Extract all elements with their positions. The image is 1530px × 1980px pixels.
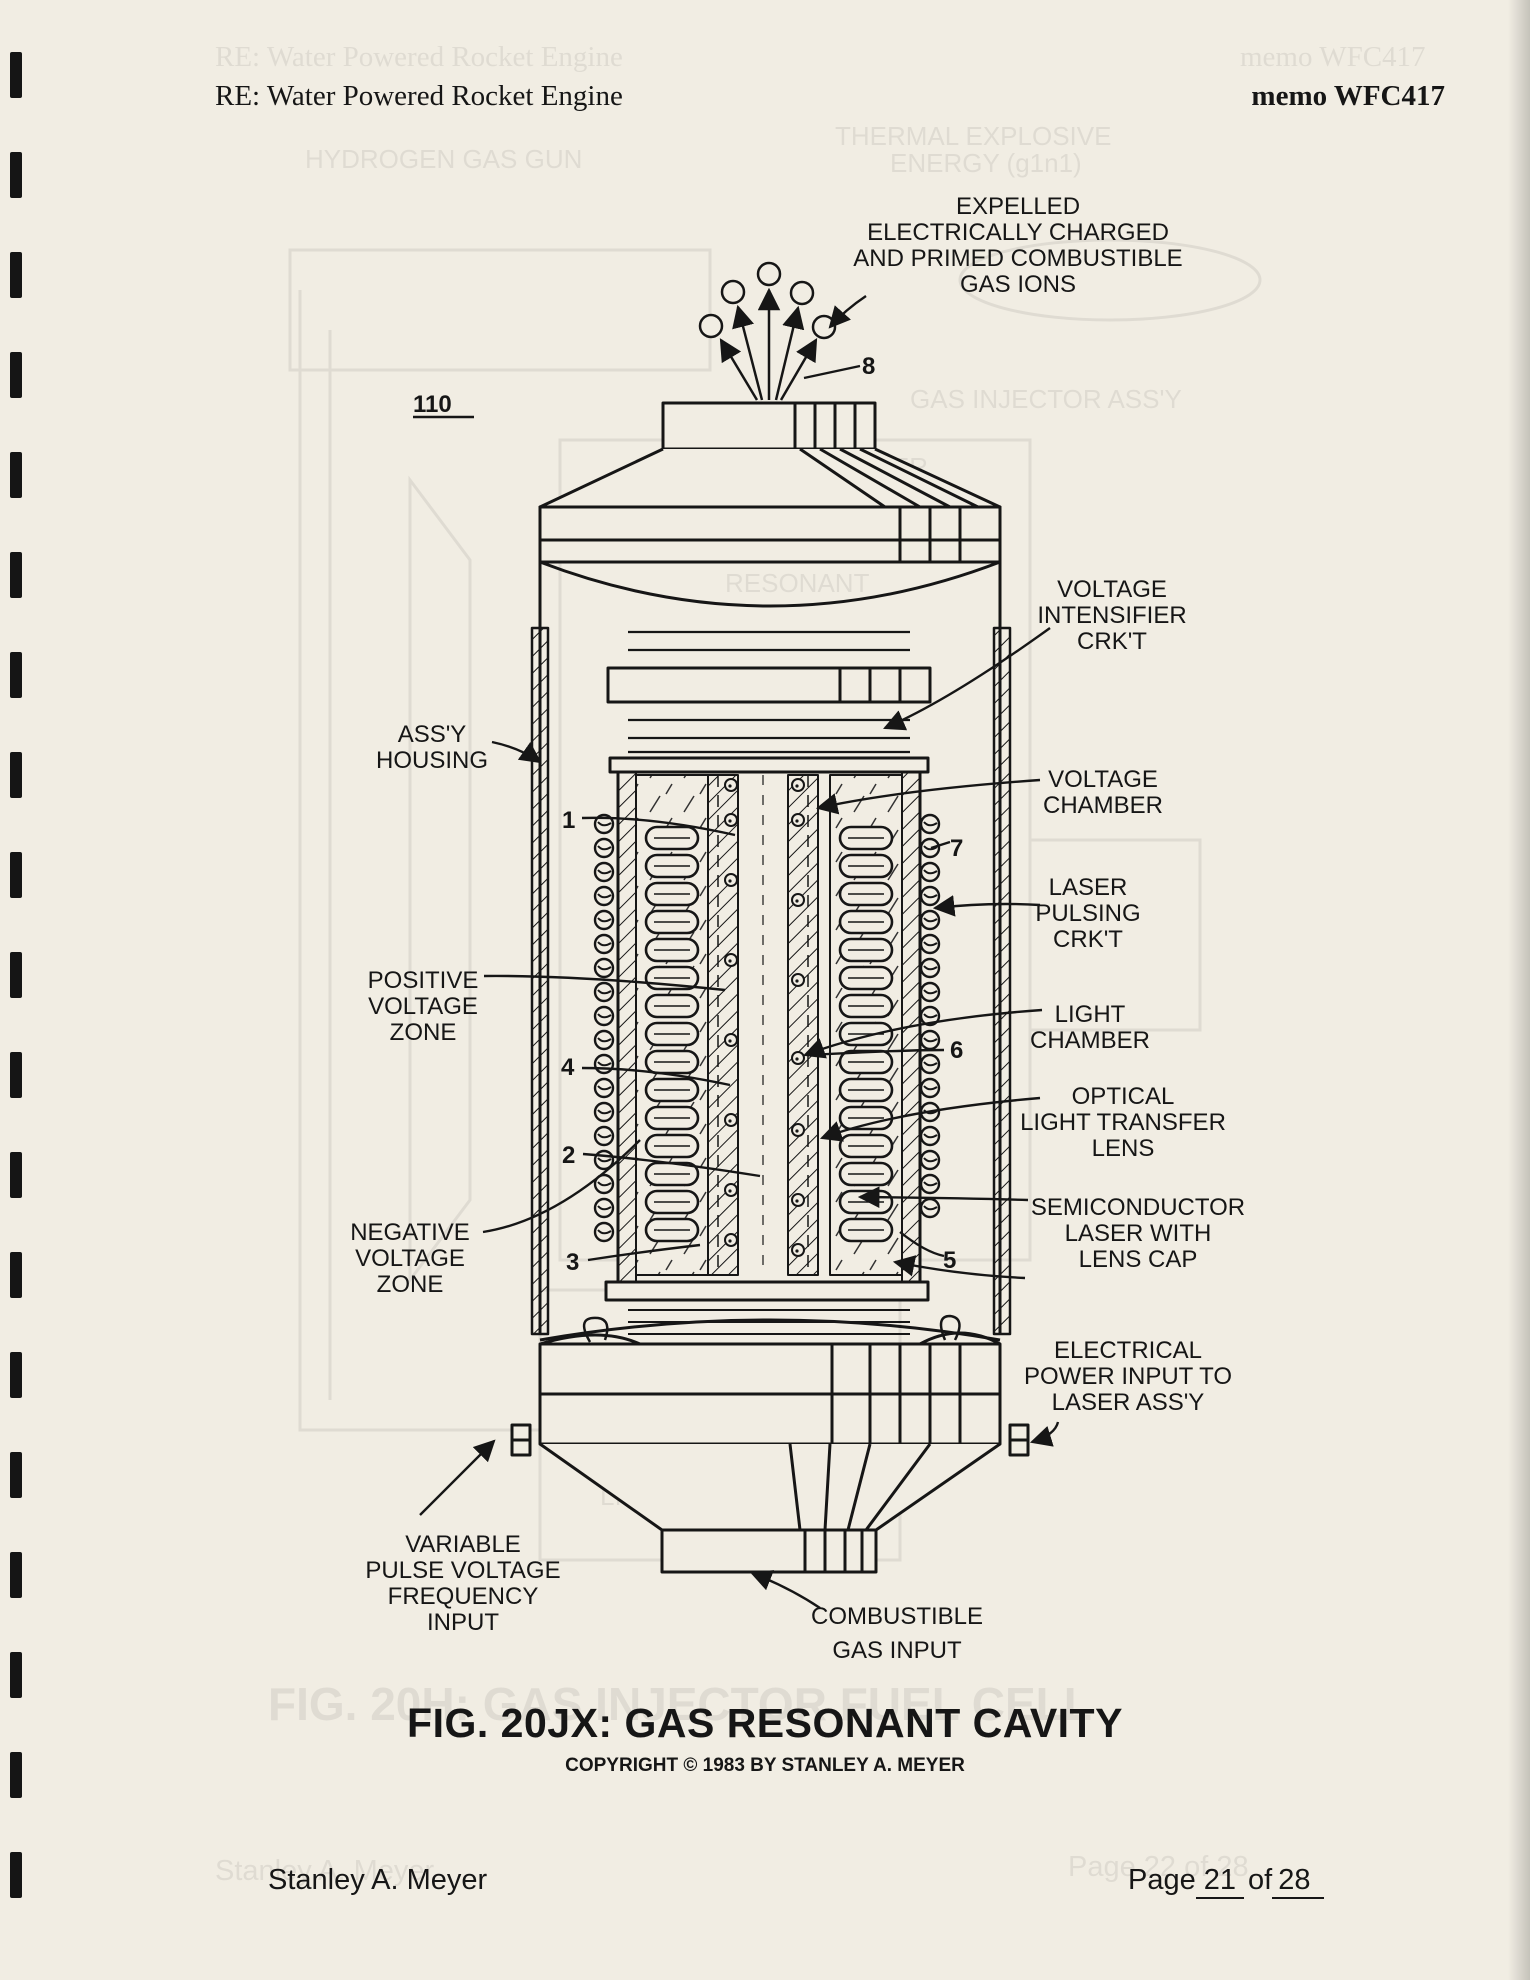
page-total: 28 — [1272, 1864, 1325, 1899]
assy-housing-label: ASS'Y HOUSING — [376, 721, 488, 774]
svg-text:INPUT: INPUT — [427, 1609, 499, 1636]
page-of: of — [1248, 1864, 1273, 1896]
svg-text:OPTICAL: OPTICAL — [1072, 1083, 1175, 1110]
svg-text:CRK'T: CRK'T — [1053, 926, 1123, 953]
figure-title: FIG. 20JX: GAS RESONANT CAVITY — [407, 1700, 1123, 1746]
ref-number-110: 110 — [413, 391, 452, 418]
svg-text:INTENSIFIER: INTENSIFIER — [1037, 602, 1186, 629]
svg-text:LASER ASS'Y: LASER ASS'Y — [1052, 1389, 1205, 1416]
svg-text:ELECTRICAL: ELECTRICAL — [1054, 1337, 1202, 1364]
variable-pulse-label: VARIABLE PULSE VOLTAGE FREQUENCY INPUT — [365, 1531, 560, 1636]
svg-text:LENS: LENS — [1092, 1135, 1155, 1162]
callout-1: 1 — [562, 807, 575, 834]
page-edge-shadow — [1508, 0, 1530, 1980]
svg-text:EXPELLED: EXPELLED — [956, 193, 1080, 220]
callout-7: 7 — [950, 835, 963, 862]
callout-2: 2 — [562, 1142, 575, 1169]
callout-4: 4 — [561, 1054, 575, 1081]
voltage-chamber-label: VOLTAGE CHAMBER — [1043, 766, 1163, 819]
svg-text:CHAMBER: CHAMBER — [1043, 792, 1163, 819]
voltage-intensifier-label: VOLTAGE INTENSIFIER CRK'T — [1037, 576, 1186, 655]
negative-zone-label: NEGATIVE VOLTAGE ZONE — [350, 1219, 470, 1298]
page-prefix: Page — [1128, 1864, 1196, 1896]
svg-text:GAS IONS: GAS IONS — [960, 271, 1076, 298]
svg-text:ELECTRICALLY CHARGED: ELECTRICALLY CHARGED — [867, 219, 1169, 246]
svg-text:VOLTAGE: VOLTAGE — [355, 1245, 465, 1272]
svg-text:LASER: LASER — [1049, 874, 1128, 901]
svg-text:CRK'T: CRK'T — [1077, 628, 1147, 655]
electrical-power-label: ELECTRICAL POWER INPUT TO LASER ASS'Y — [1024, 1337, 1232, 1416]
svg-text:LENS CAP: LENS CAP — [1079, 1246, 1198, 1273]
expelled-ions — [698, 261, 837, 401]
laser-pulsing-label: LASER PULSING CRK'T — [1035, 874, 1140, 953]
callout-5: 5 — [943, 1247, 956, 1274]
svg-text:COMBUSTIBLE: COMBUSTIBLE — [811, 1603, 983, 1630]
memo-number: memo WFC417 — [1251, 80, 1445, 112]
leader-lines — [419, 295, 1060, 1609]
svg-text:SEMICONDUCTOR: SEMICONDUCTOR — [1031, 1194, 1245, 1221]
svg-text:POWER INPUT TO: POWER INPUT TO — [1024, 1363, 1232, 1390]
svg-text:CHAMBER: CHAMBER — [1030, 1027, 1150, 1054]
svg-text:GAS INPUT: GAS INPUT — [832, 1637, 962, 1664]
svg-text:VOLTAGE: VOLTAGE — [368, 993, 478, 1020]
svg-text:VOLTAGE: VOLTAGE — [1057, 576, 1167, 603]
footer-author: Stanley A. Meyer — [268, 1864, 488, 1896]
svg-text:AND PRIMED COMBUSTIBLE: AND PRIMED COMBUSTIBLE — [853, 245, 1182, 272]
svg-text:VARIABLE: VARIABLE — [405, 1531, 521, 1558]
svg-text:LASER WITH: LASER WITH — [1065, 1220, 1212, 1247]
callout-3: 3 — [566, 1249, 579, 1276]
svg-text:FREQUENCY: FREQUENCY — [388, 1583, 539, 1610]
svg-text:VOLTAGE: VOLTAGE — [1048, 766, 1158, 793]
svg-text:HOUSING: HOUSING — [376, 747, 488, 774]
svg-text:NEGATIVE: NEGATIVE — [350, 1219, 470, 1246]
memo-subject: RE: Water Powered Rocket Engine — [215, 80, 623, 112]
callout-8: 8 — [862, 353, 875, 380]
spiral-binding — [6, 0, 42, 1980]
expelled-label: EXPELLED ELECTRICALLY CHARGED AND PRIMED… — [853, 193, 1182, 298]
positive-zone-label: POSITIVE VOLTAGE ZONE — [368, 967, 479, 1046]
svg-text:PULSE VOLTAGE: PULSE VOLTAGE — [365, 1557, 560, 1584]
semiconductor-label: SEMICONDUCTOR LASER WITH LENS CAP — [1031, 1194, 1245, 1273]
svg-text:LIGHT: LIGHT — [1055, 1001, 1126, 1028]
svg-text:ASS'Y: ASS'Y — [398, 721, 467, 748]
svg-text:PULSING: PULSING — [1035, 900, 1140, 927]
svg-text:ZONE: ZONE — [377, 1271, 444, 1298]
svg-text:LIGHT TRANSFER: LIGHT TRANSFER — [1020, 1109, 1226, 1136]
figure-copyright: COPYRIGHT © 1983 BY STANLEY A. MEYER — [565, 1755, 965, 1776]
light-chamber-label: LIGHT CHAMBER — [1030, 1001, 1150, 1054]
page-current: 21 — [1195, 1864, 1244, 1899]
callout-6: 6 — [950, 1037, 963, 1064]
svg-text:POSITIVE: POSITIVE — [368, 967, 479, 994]
combustible-input-label: COMBUSTIBLE GAS INPUT — [811, 1603, 983, 1664]
optical-lens-label: OPTICAL LIGHT TRANSFER LENS — [1020, 1083, 1226, 1162]
svg-text:ZONE: ZONE — [390, 1019, 457, 1046]
